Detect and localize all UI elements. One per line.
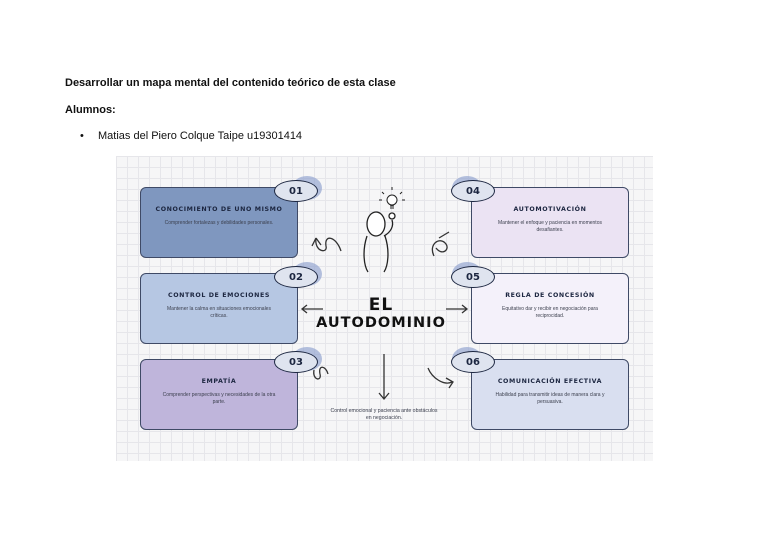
concept-card: Regla de concesión Equitativo dar y reci… bbox=[471, 273, 629, 344]
central-caption: Control emocional y paciencia ante obstá… bbox=[330, 408, 438, 421]
arrow-right-icon bbox=[446, 304, 469, 314]
card-description: Mantener el enfoque y paciencia en momen… bbox=[498, 220, 602, 233]
students-list: • Matias del Piero Colque Taipe u19301414 bbox=[80, 130, 302, 142]
lightbulb-icon bbox=[379, 187, 405, 209]
central-topic-line1: EL bbox=[368, 295, 394, 315]
curly-arrow-icon bbox=[313, 366, 329, 380]
mind-map-decorations bbox=[300, 187, 469, 401]
concept-card: Control de emociones Mantener la calma e… bbox=[140, 273, 298, 344]
card-number-badge: 03 bbox=[274, 351, 318, 373]
card-title: Control de emociones bbox=[167, 292, 270, 299]
card-title: Regla de concesión bbox=[505, 292, 595, 299]
central-topic: EL AUTODOMINIO bbox=[311, 296, 451, 332]
card-number-badge: 06 bbox=[451, 351, 495, 373]
concept-card: Automotivación Mantener el enfoque y pac… bbox=[471, 187, 629, 258]
card-description: Equitativo dar y recibir en negociación … bbox=[502, 306, 598, 319]
central-topic-line2: AUTODOMINIO bbox=[316, 315, 446, 331]
card-description: Mantener la calma en situaciones emocion… bbox=[167, 306, 271, 319]
concept-card: Conocimiento de uno mismo Comprender for… bbox=[140, 187, 298, 258]
card-title: Comunicación efectiva bbox=[497, 378, 603, 385]
arrow-left-icon bbox=[300, 304, 323, 314]
card-description: Comprender perspectivas y necesidades de… bbox=[162, 392, 276, 405]
card-description: Comprender fortalezas y debilidades pers… bbox=[164, 220, 274, 226]
students-label: Alumnos: bbox=[65, 104, 116, 116]
card-number-badge: 05 bbox=[451, 266, 495, 288]
curly-arrow-icon bbox=[427, 367, 454, 389]
arrow-down-icon bbox=[378, 354, 390, 401]
concept-card: Empatía Comprender perspectivas y necesi… bbox=[140, 359, 298, 430]
mind-map-image: Conocimiento de uno mismo Comprender for… bbox=[116, 156, 653, 461]
card-title: Empatía bbox=[201, 378, 237, 385]
document-title: Desarrollar un mapa mental del contenido… bbox=[65, 77, 396, 89]
card-number-badge: 02 bbox=[274, 266, 318, 288]
bullet-icon: • bbox=[80, 130, 84, 142]
card-number-badge: 04 bbox=[451, 180, 495, 202]
card-title: Automotivación bbox=[513, 206, 587, 213]
thinking-person-icon bbox=[363, 211, 396, 273]
student-name: Matias del Piero Colque Taipe u19301414 bbox=[98, 130, 303, 142]
curly-arrow-icon bbox=[315, 237, 342, 252]
card-description: Habilidad para transmitir ideas de maner… bbox=[495, 392, 605, 405]
concept-card: Comunicación efectiva Habilidad para tra… bbox=[471, 359, 629, 430]
arrowhead-icon bbox=[311, 237, 322, 247]
list-item: • Matias del Piero Colque Taipe u19301414 bbox=[80, 130, 302, 142]
curly-arrow-icon bbox=[431, 231, 450, 257]
card-title: Conocimiento de uno mismo bbox=[155, 206, 283, 213]
card-number-badge: 01 bbox=[274, 180, 318, 202]
